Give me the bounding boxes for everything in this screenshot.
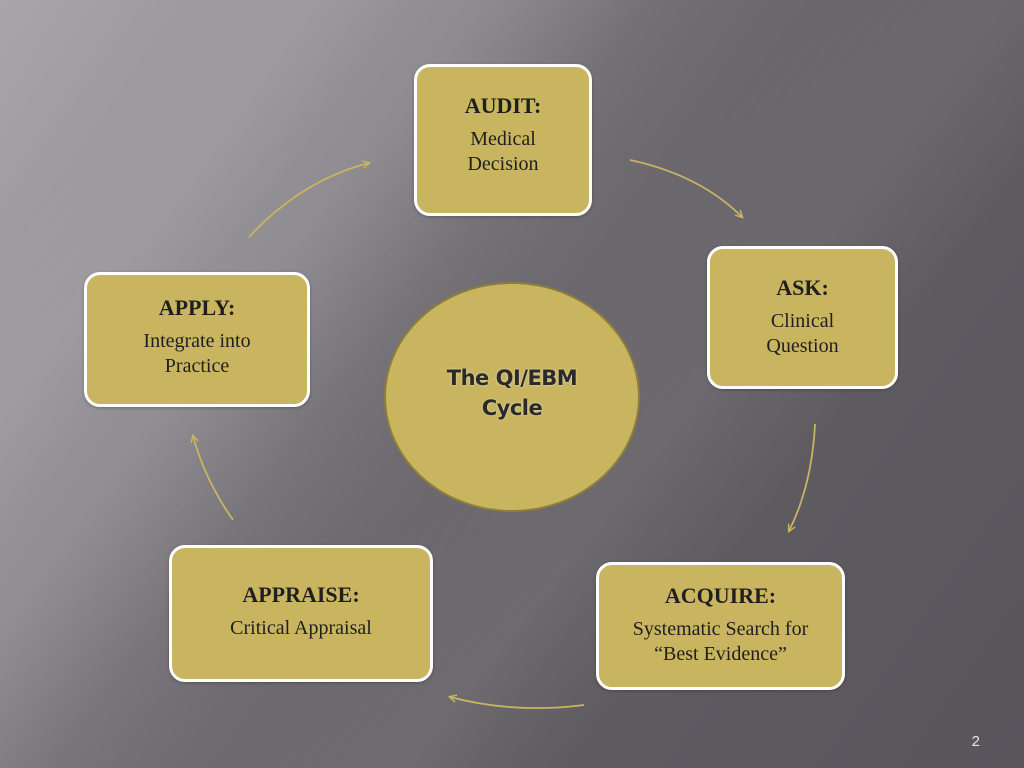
arrow-acquire-to-appraise: [450, 697, 585, 710]
arrow-apply-to-audit: [248, 163, 369, 238]
step-ask-box: ASK: Clinical Question: [707, 246, 898, 389]
step-apply-title: APPLY:: [158, 295, 236, 320]
step-acquire-title: ACQUIRE:: [664, 583, 777, 608]
step-apply-desc: Integrate into Practice: [143, 330, 251, 377]
step-acquire-desc: Systematic Search for “Best Evidence”: [632, 618, 809, 665]
step-appraise-desc: Critical Appraisal: [230, 617, 372, 639]
slide-page-number: 2: [971, 733, 980, 750]
step-apply-box: APPLY: Integrate into Practice: [84, 272, 310, 407]
step-ask-desc: Clinical Question: [766, 310, 839, 357]
step-audit-box: AUDIT: Medical Decision: [414, 64, 592, 216]
step-appraise-title: APPRAISE:: [242, 582, 360, 607]
arrow-appraise-to-apply: [193, 436, 234, 521]
arrow-ask-to-acquire: [789, 423, 816, 531]
cycle-center-circle: The QI/EBM Cycle: [384, 282, 640, 512]
step-appraise-box: APPRAISE: Critical Appraisal: [169, 545, 433, 682]
cycle-center-label: The QI/EBM Cycle: [446, 366, 578, 420]
arrow-audit-to-ask: [629, 159, 742, 217]
step-audit-title: AUDIT:: [464, 93, 542, 118]
step-audit-desc: Medical Decision: [467, 128, 539, 175]
step-acquire-box: ACQUIRE: Systematic Search for “Best Evi…: [596, 562, 845, 690]
step-ask-title: ASK:: [776, 275, 829, 300]
